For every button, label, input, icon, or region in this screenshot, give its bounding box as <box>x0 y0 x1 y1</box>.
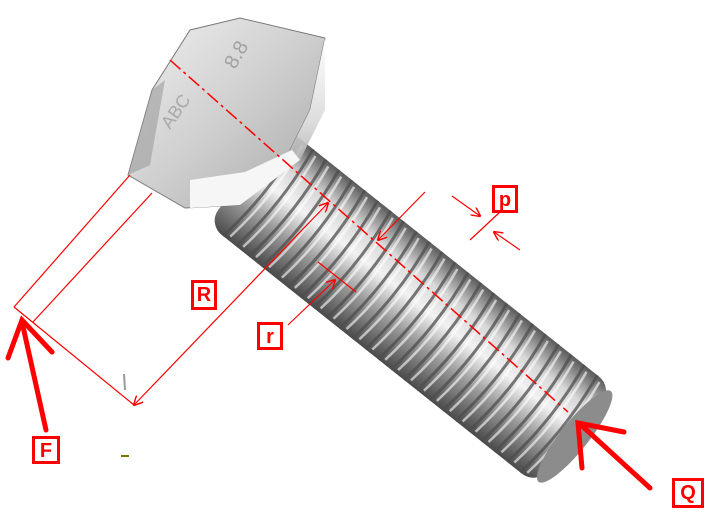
thread-ridge <box>351 240 431 340</box>
thread-ridge <box>338 230 418 330</box>
thread-highlight <box>410 288 485 382</box>
thread-highlight <box>423 299 498 392</box>
dimension-r <box>287 261 357 326</box>
thread-highlight <box>358 247 433 341</box>
thread-ridge <box>364 251 444 351</box>
stray-mark <box>123 373 126 391</box>
thread-ridge <box>441 312 522 412</box>
dimension-R <box>13 174 328 405</box>
thread-ridge <box>493 353 573 453</box>
thread-ridge <box>519 374 599 474</box>
thread-ridge <box>480 343 560 443</box>
thread-highlight <box>345 237 420 330</box>
thread-highlight <box>513 371 588 464</box>
reaction-Q-arrow <box>575 419 653 491</box>
thread-highlight <box>461 330 536 423</box>
thread-highlight <box>436 309 511 402</box>
thread-ridge <box>428 302 509 402</box>
thread-ridge <box>402 281 483 381</box>
label-p: p <box>492 185 518 213</box>
thread-ridge <box>467 333 547 433</box>
label-F: F <box>32 436 60 464</box>
label-R: R <box>191 280 217 310</box>
thread-ridge <box>377 261 457 361</box>
label-Q: Q <box>672 478 704 508</box>
thread-highlight <box>448 319 524 413</box>
label-r: r <box>257 322 283 350</box>
axis-centerline <box>169 59 569 413</box>
thread-highlight <box>474 340 549 433</box>
thread-ridge <box>506 364 586 464</box>
force-F-arrow <box>5 315 55 433</box>
thread-highlight <box>500 360 575 454</box>
thread-highlight <box>332 227 407 320</box>
thread-highlight <box>397 278 472 372</box>
thread-highlight <box>371 258 446 351</box>
dimension-p <box>451 195 521 251</box>
thread-ridge <box>415 292 496 392</box>
thread-ridge <box>389 271 470 371</box>
thread-ridge <box>325 220 405 320</box>
thread-highlight <box>384 268 459 361</box>
thread-highlight <box>487 350 562 443</box>
thread-depth-arrow <box>378 191 426 240</box>
thread-ridge <box>454 323 534 422</box>
